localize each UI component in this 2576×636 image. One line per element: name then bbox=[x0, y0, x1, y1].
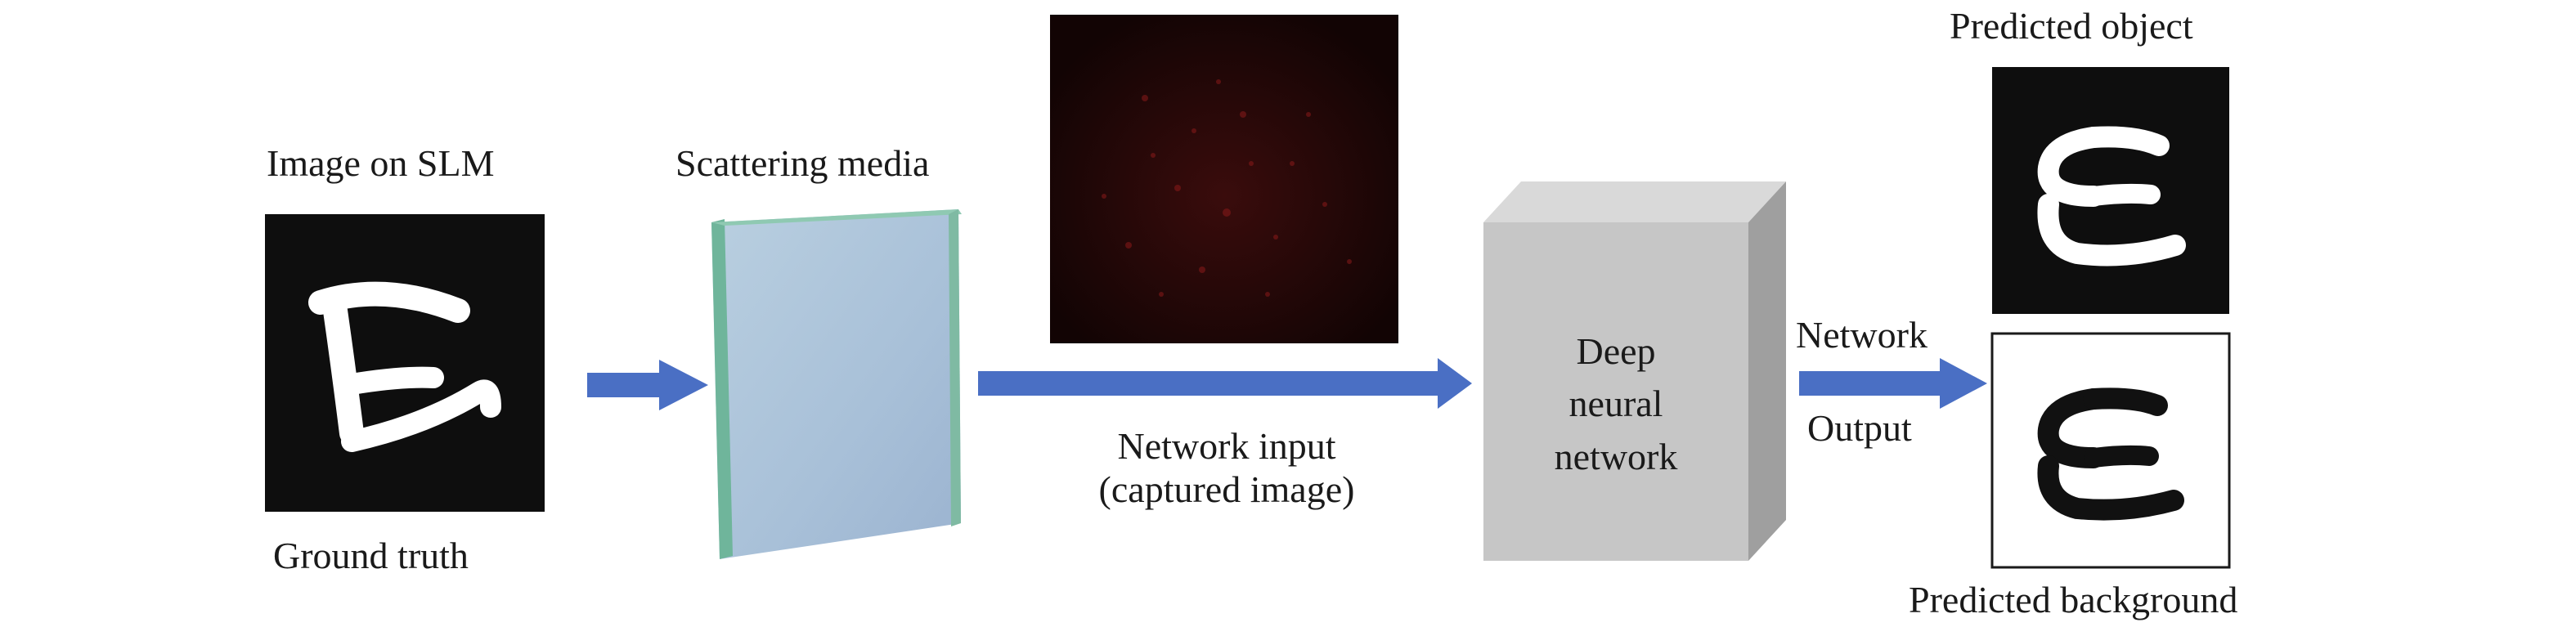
label-predicted-object: Predicted object bbox=[1950, 5, 2193, 47]
dnn-cube bbox=[1483, 181, 1786, 561]
label-dnn: Deep neural network bbox=[1483, 325, 1748, 483]
label-ground-truth: Ground truth bbox=[273, 535, 469, 576]
predicted-object-image bbox=[1992, 67, 2229, 314]
predicted-background-image bbox=[1990, 332, 2231, 569]
label-dnn-line2: neural bbox=[1568, 383, 1663, 425]
label-dnn-line3: network bbox=[1554, 435, 1678, 477]
label-scattering-media: Scattering media bbox=[675, 142, 930, 184]
label-network-output-line2: Output bbox=[1807, 407, 1912, 449]
speckle-image bbox=[1050, 15, 1398, 343]
label-network-output-line1: Network bbox=[1796, 314, 1928, 356]
label-dnn-line1: Deep bbox=[1576, 330, 1656, 372]
label-image-on-slm: Image on SLM bbox=[267, 142, 495, 184]
scattering-media-plate bbox=[711, 209, 962, 559]
label-network-input: Network input (captured image) bbox=[1030, 425, 1423, 512]
arrow-slm-to-media bbox=[587, 360, 708, 410]
label-network-input-line2: (captured image) bbox=[1098, 468, 1355, 510]
arrow-network-to-output bbox=[1799, 358, 1987, 409]
ground-truth-image bbox=[265, 214, 545, 512]
arrow-media-to-network bbox=[978, 358, 1472, 409]
label-network-input-line1: Network input bbox=[1117, 425, 1336, 467]
label-predicted-background: Predicted background bbox=[1909, 579, 2238, 620]
